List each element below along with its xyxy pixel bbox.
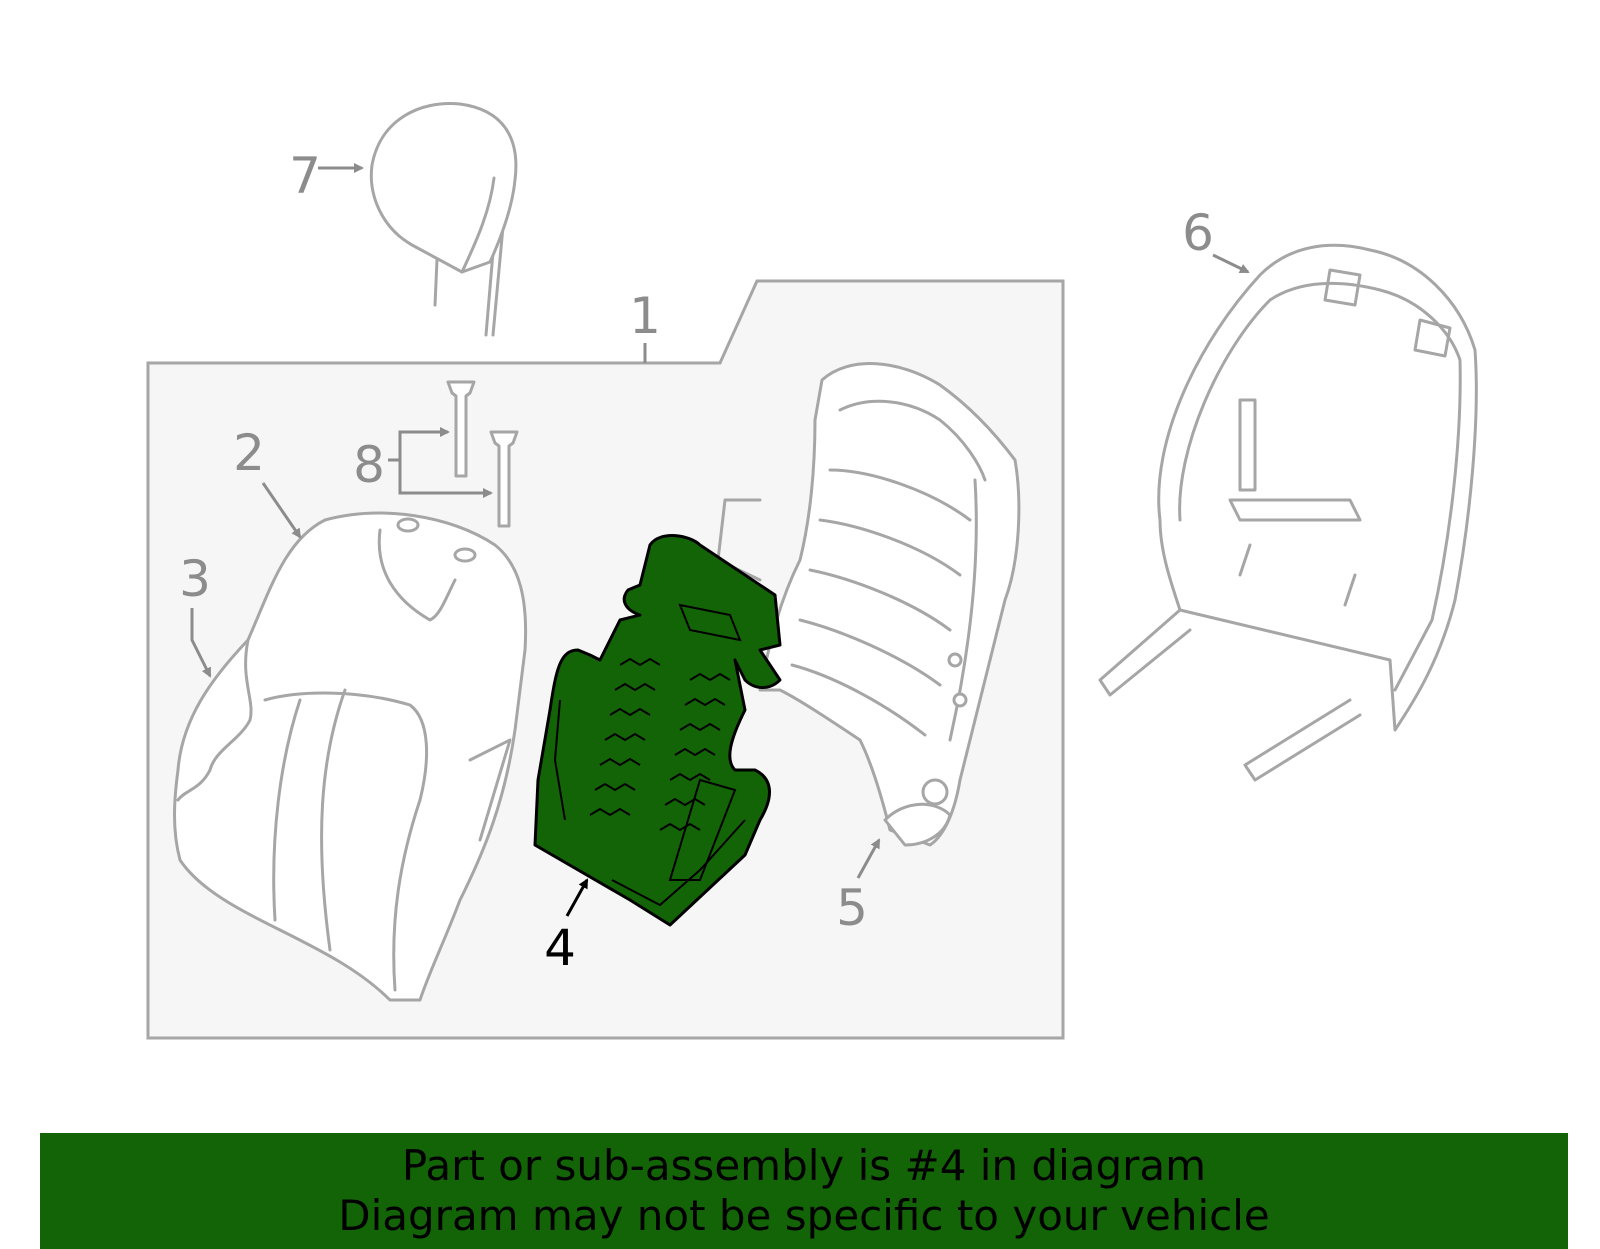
callout-8: 8 — [353, 436, 385, 494]
back-pad-highlighted — [533, 534, 782, 927]
seat-back-cover — [173, 511, 528, 1002]
callout-1: 1 — [629, 287, 661, 345]
headrest-guides — [446, 380, 519, 528]
banner-line-2: Diagram may not be specific to your vehi… — [338, 1191, 1270, 1240]
callout-7: 7 — [289, 147, 321, 205]
callout-5: 5 — [836, 879, 868, 937]
callout-4: 4 — [544, 919, 576, 977]
info-banner: Part or sub-assembly is #4 in diagram Di… — [40, 1133, 1568, 1249]
callout-6: 6 — [1182, 204, 1214, 262]
parts-diagram: 1 2 3 4 5 6 7 8 — [146, 102, 1478, 1040]
callout-3: 3 — [179, 550, 211, 608]
seat-back-panel — [1098, 243, 1478, 782]
seat-back-frame — [716, 362, 1021, 847]
callout-2: 2 — [233, 424, 265, 482]
headrest — [369, 102, 518, 337]
banner-line-1: Part or sub-assembly is #4 in diagram — [401, 1141, 1207, 1190]
